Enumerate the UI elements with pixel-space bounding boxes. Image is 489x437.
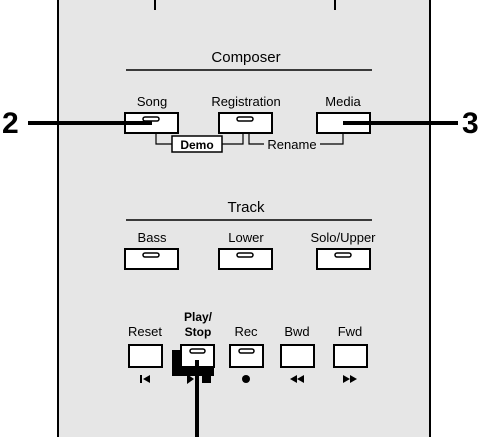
lower-label: Lower [228, 230, 264, 245]
song-indicator [142, 116, 160, 122]
track-heading: Track [228, 199, 265, 216]
bass-label: Bass [138, 230, 167, 245]
record-dot-icon [242, 375, 250, 383]
rename-label: Rename [267, 137, 316, 152]
fwd-button[interactable] [333, 344, 368, 368]
play-stop-label-line1: Play/ [184, 310, 213, 324]
lower-indicator [236, 252, 254, 258]
rec-button[interactable] [229, 344, 264, 368]
bwd-button[interactable] [280, 344, 315, 368]
rewind-icon [290, 375, 304, 383]
fwd-label: Fwd [338, 324, 363, 339]
rename-label-bg [264, 138, 320, 152]
demo-label: Demo [180, 138, 213, 152]
play-stop-button[interactable] [172, 344, 215, 376]
solo-upper-indicator [334, 252, 352, 258]
bass-indicator [142, 252, 160, 258]
solo-upper-button[interactable] [316, 248, 371, 270]
play-stop-indicator [189, 348, 206, 354]
media-label: Media [325, 94, 361, 109]
song-label: Song [137, 94, 167, 109]
registration-button[interactable] [218, 112, 273, 134]
registration-label: Registration [211, 94, 280, 109]
solo-upper-label: Solo/Upper [310, 230, 376, 245]
reset-to-start-icon [140, 375, 150, 383]
callout-3: 3 [462, 107, 479, 140]
fast-forward-icon [343, 375, 357, 383]
bass-button[interactable] [124, 248, 179, 270]
play-stop-label-line2: Stop [185, 325, 212, 339]
registration-indicator [236, 116, 254, 122]
callout-2: 2 [2, 107, 19, 140]
reset-button[interactable] [128, 344, 163, 368]
bwd-label: Bwd [284, 324, 309, 339]
reset-label: Reset [128, 324, 162, 339]
composer-heading: Composer [211, 49, 280, 66]
rec-indicator [238, 348, 255, 354]
play-stop-icon [187, 374, 211, 384]
lower-button[interactable] [218, 248, 273, 270]
rec-label: Rec [234, 324, 258, 339]
demo-label-box [171, 135, 223, 153]
